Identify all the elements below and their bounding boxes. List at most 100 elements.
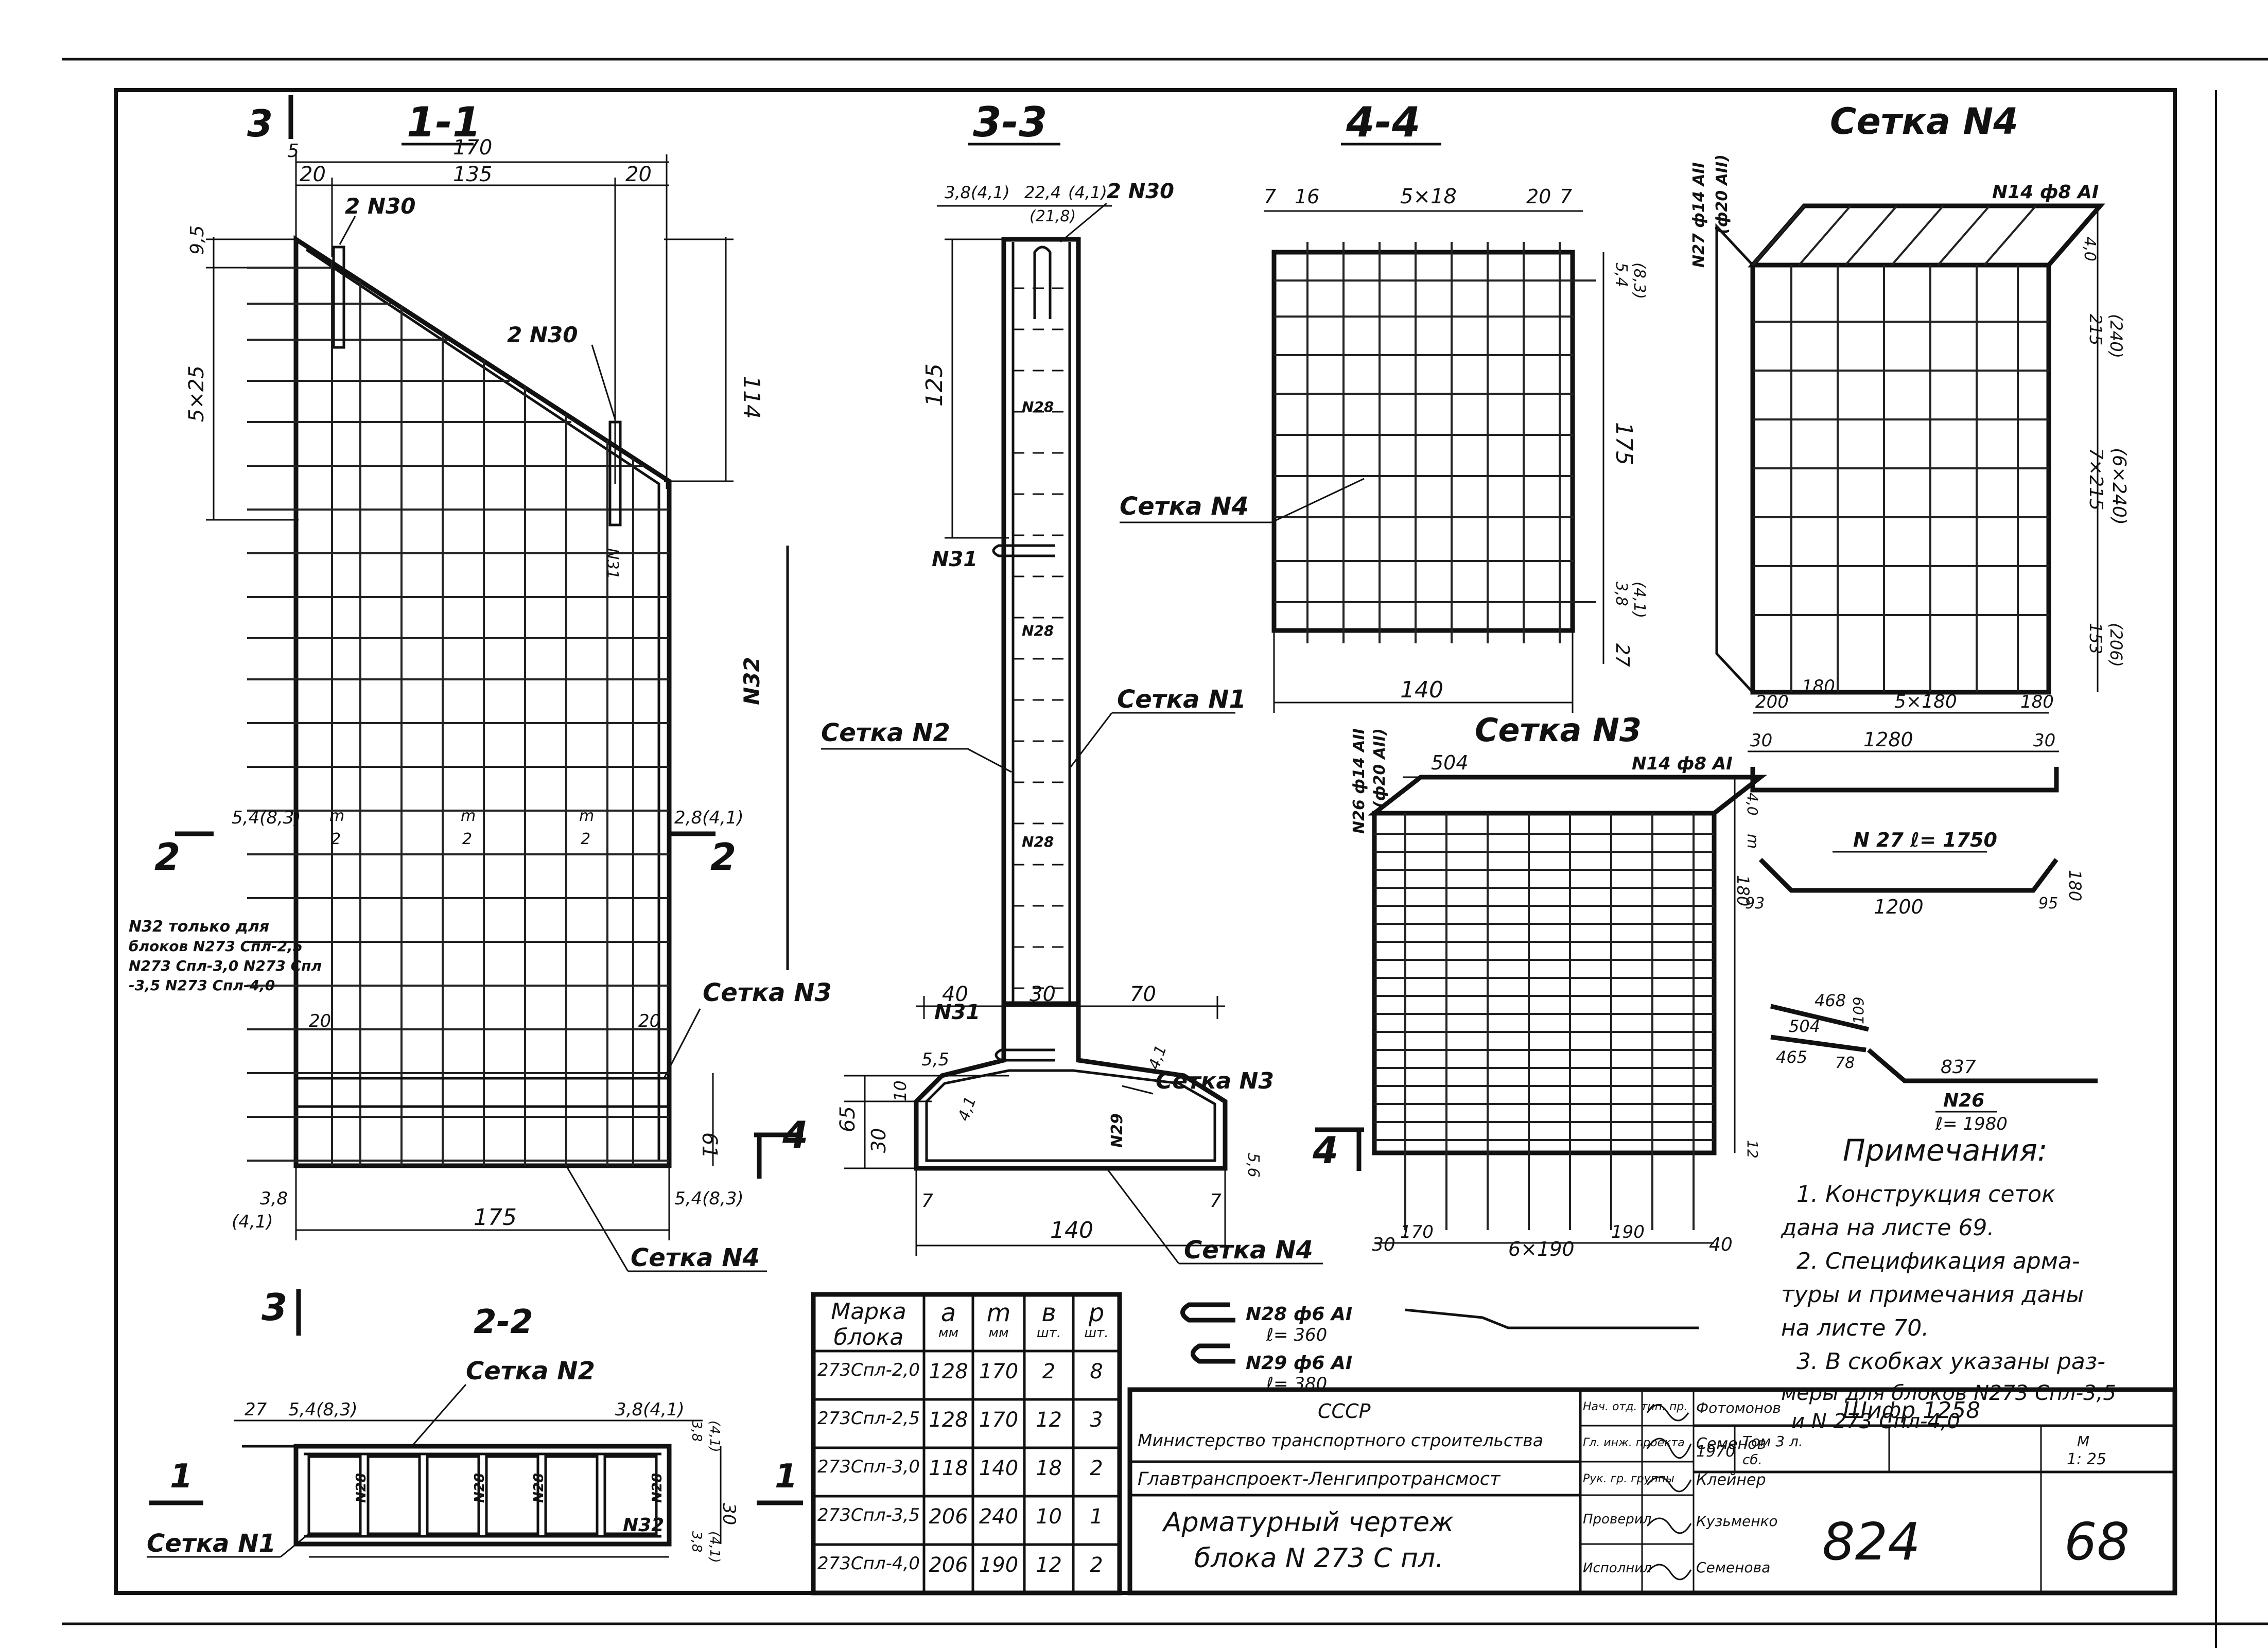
label-mesh-n4-33: Сетка N4 [1184,1236,1313,1265]
s22-3-8c: 3,8 [689,1531,704,1552]
tb-number: 824 [1822,1512,1921,1572]
tb-title-1: Арматурный чертеж [1162,1507,1454,1538]
table-cell: 273Спл-3,5 [817,1505,920,1526]
tb-country: СССР [1318,1400,1371,1423]
mesh4-240: (240) [2106,314,2126,358]
table-header-unit-2: мм [988,1325,1009,1341]
mesh3-190: 190 [1611,1222,1645,1242]
table-cell: 18 [1036,1457,1062,1480]
tb-title-2: блока N 273 С пл. [1194,1543,1444,1574]
table-cell: 3 [1090,1408,1103,1432]
mesh4-5x180: 5×180 [1894,691,1957,712]
s22-30: 30 [719,1503,739,1525]
mesh4-180b: 180 [2020,692,2054,712]
n27-93: 93 [1745,895,1765,913]
dim-5-4-bottom: 5,4(8,3) [674,1188,744,1209]
s22-3-8b: 3,8 [689,1421,704,1442]
s22-n28d: N28 [650,1473,665,1503]
table-cell: 273Спл-4,0 [817,1553,920,1574]
dim-170: 170 [453,136,492,160]
s22-n32: N32 [623,1515,664,1536]
mesh3-f20: (ф20 AII) [1371,728,1389,808]
n27-label: N 27 ℓ= 1750 [1853,829,1997,851]
s22-27: 27 [245,1399,267,1420]
mesh3-30: 30 [1372,1234,1395,1255]
m-mark-4: 2 [462,830,472,848]
mesh-n4-view: Сетка N4 N14 ф8 AI N27 ф14 AII (ф20 AII)… [1690,100,2130,714]
mesh4-f20: (ф20 AII) [1713,154,1731,234]
table-cell: 118 [929,1457,968,1480]
label-2n30-33: 2 N30 [1107,180,1174,203]
mesh-n3-title: Сетка N3 [1475,711,1642,749]
n26-837: 837 [1941,1057,1976,1078]
tb-name-3: Клейнер [1696,1471,1766,1489]
m-mark-6: 2 [581,830,590,848]
section-marker-3-bottom: 3 [261,1286,287,1329]
mesh-n3-dots [296,1077,669,1108]
dim-2-8-right: 2,8(4,1) [674,808,744,828]
n29-label: N29 ф6 AI [1246,1353,1352,1374]
section-2-2-title: 2-2 [474,1303,533,1341]
notes-title: Примечания: [1843,1133,2047,1168]
table-header-0: Марка [831,1299,906,1325]
n26-504: 504 [1789,1016,1820,1036]
label-n28-1: N28 [1022,398,1054,415]
section-4-4: 4-4 7 16 5×18 20 7 5,4 (8,3) 175 3,8 (4,… [1120,98,1648,713]
note-line-2: дана на листе 69. [1781,1215,1994,1241]
dim-16-44: 16 [1295,185,1319,208]
table-cell: 8 [1090,1360,1103,1383]
dim-8-3-44: (8,3) [1630,262,1648,299]
dim-20-right: 20 [625,163,652,186]
dim-114: 114 [738,376,764,419]
svg-text:N273 Спл-3,0 N273 Спл: N273 Спл-3,0 N273 Спл [129,957,322,974]
dim-7-r: 7 [1210,1190,1222,1212]
tb-name-1: Фотомонов [1696,1399,1781,1416]
mesh4-153: 153 [2086,623,2105,654]
note-line-1: 1. Конструкция сеток [1796,1181,2055,1207]
n27-95: 95 [2038,895,2058,913]
mesh3-6x190: 6×190 [1508,1238,1575,1260]
tb-role-1: Нач. отд. тип. пр. [1583,1400,1687,1413]
mark-table [811,1292,1122,1596]
table-cell: 273Спл-2,0 [817,1360,920,1380]
dim-140-33: 140 [1050,1217,1093,1243]
tb-role-4: Проверил [1583,1512,1651,1527]
label-2n30-top: 2 N30 [345,194,415,219]
dim-9-5: 9,5 [187,225,208,255]
label-n31-small: N31 [603,548,621,580]
tb-ministry: Министерство транспортного строительства [1138,1430,1543,1450]
tb-sheet-label: Том 3 л. [1742,1433,1803,1450]
dim-5-5: 5,5 [921,1049,949,1070]
tb-name-2: Семенов [1696,1435,1766,1453]
table-cell: 170 [979,1408,1019,1432]
table-cell: 206 [929,1505,968,1529]
mesh4-206: (206) [2106,623,2126,667]
table-cell: 273Спл-2,5 [817,1408,920,1429]
dim-5-6: 5,6 [1244,1153,1262,1178]
mesh4-7x215: 7×215 [2085,448,2106,511]
label-n28-3: N28 [1022,833,1054,850]
tb-scale-label: М [2077,1433,2089,1450]
table-header-3: в [1041,1299,1056,1327]
label-mesh-n4-11: Сетка N4 [631,1243,760,1272]
s22-mesh2: Сетка N2 [466,1357,595,1386]
table-cell: 128 [929,1408,968,1432]
mesh3-40b: 40 [1709,1234,1733,1255]
mesh4-n27: N27 ф14 AII [1690,162,1708,268]
label-mesh-n3-11: Сетка N3 [703,978,832,1007]
s22-n28c: N28 [531,1473,547,1503]
table-header-4: p [1088,1299,1105,1327]
n26-label: N26 [1943,1090,1984,1111]
mesh4-6x240: (6×240) [2108,448,2130,525]
signature-1 [1646,1404,1689,1422]
label-n32: N32 [739,657,764,705]
label-mesh-n3-33: Сетка N3 [1156,1068,1274,1094]
n26-78: 78 [1835,1054,1855,1072]
signature-2 [1646,1437,1692,1459]
tb-sheet-number: 68 [2064,1512,2130,1572]
mesh3-504: 504 [1431,751,1469,774]
dim-70-33: 70 [1130,983,1156,1006]
signature-4 [1646,1517,1692,1534]
n28-label: N28 ф6 AI [1246,1304,1352,1325]
dim-40-33: 40 [942,983,968,1006]
